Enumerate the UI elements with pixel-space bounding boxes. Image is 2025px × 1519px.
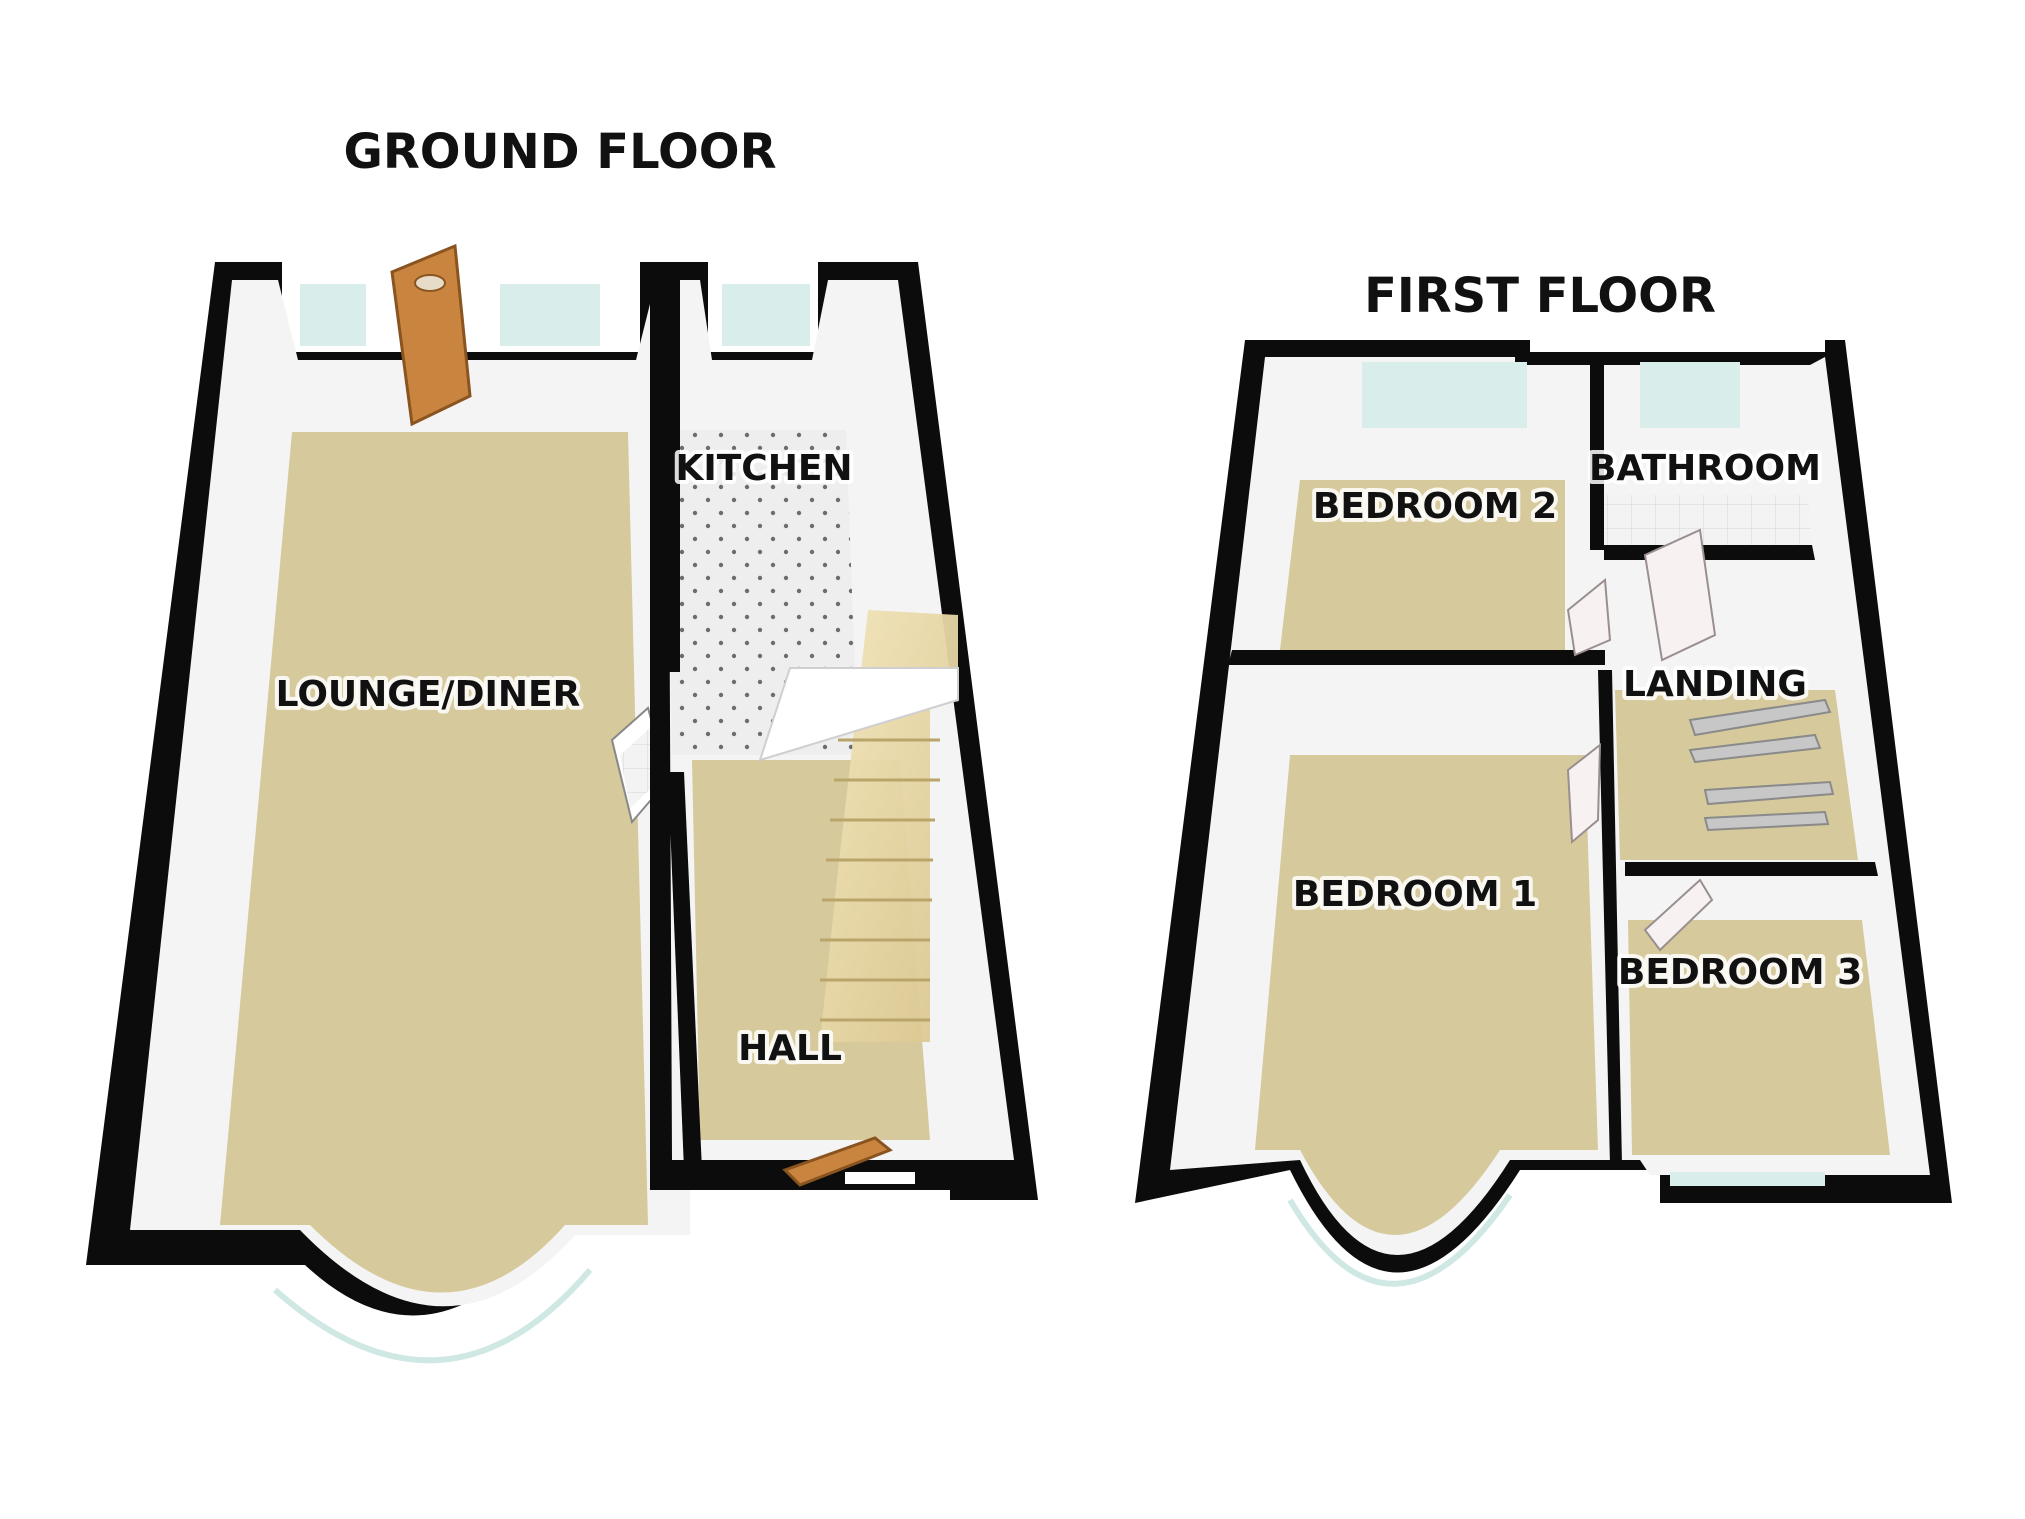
hall-door-icon	[782, 1136, 915, 1187]
bathroom-divider-wall	[1590, 352, 1604, 550]
bathroom-bottom-wall	[1604, 545, 1815, 560]
room-label-bathroom: BATHROOM	[1589, 448, 1821, 489]
first-floor-title: FIRST FLOOR	[1364, 268, 1716, 324]
ground-floor-title: GROUND FLOOR	[343, 124, 776, 180]
bathroom-door-icon	[1643, 528, 1717, 662]
bedroom-1-door-icon	[1566, 742, 1602, 845]
bedroom-1-right-wall	[1598, 670, 1622, 1165]
bathroom-floor	[1605, 495, 1812, 545]
lounge-window-right	[500, 284, 600, 346]
staircase-icon	[758, 610, 959, 1042]
bedroom-divider-wall	[1228, 650, 1605, 665]
lounge-window-left	[300, 284, 366, 346]
room-label-lounge-diner: LOUNGE/DINER	[276, 674, 581, 715]
room-label-landing: LANDING	[1623, 664, 1807, 705]
landing-rail-icon	[1688, 698, 1835, 832]
bedroom-2-door-icon	[1566, 578, 1612, 657]
bedroom-1-carpet	[1255, 755, 1598, 1235]
room-label-bedroom-1: BEDROOM 1	[1293, 874, 1537, 915]
room-label-hall: HALL	[738, 1028, 842, 1069]
bedroom-3-carpet	[1628, 920, 1890, 1155]
lounge-bay-window	[273, 1268, 593, 1364]
lounge-carpet	[220, 432, 648, 1293]
bedroom-3-top-wall	[1625, 862, 1878, 876]
kitchen-divider-wall	[668, 280, 680, 672]
bedroom-3-door-icon	[1643, 878, 1714, 952]
first-floor: FIRST FLOOR BEDROOM 2 BATHROOM LANDING B…	[1135, 268, 1952, 1287]
kitchen-window	[722, 284, 810, 346]
room-label-bedroom-3: BEDROOM 3	[1618, 952, 1862, 993]
front-door-icon	[390, 243, 472, 427]
bedroom-1-bay-window	[1287, 1193, 1513, 1287]
room-label-kitchen: KITCHEN	[675, 448, 852, 489]
hall-partition-wall	[668, 772, 702, 1170]
room-label-bedroom-2: BEDROOM 2	[1313, 486, 1557, 527]
bedroom-3-window	[1670, 1172, 1825, 1186]
bedroom-2-carpet	[1280, 480, 1565, 650]
bathroom-window	[1640, 362, 1740, 428]
bedroom-2-window	[1362, 362, 1527, 428]
ground-floor: GROUND FLOOR LOUNGE/DINER KITCHEN HALL	[86, 124, 1038, 1364]
